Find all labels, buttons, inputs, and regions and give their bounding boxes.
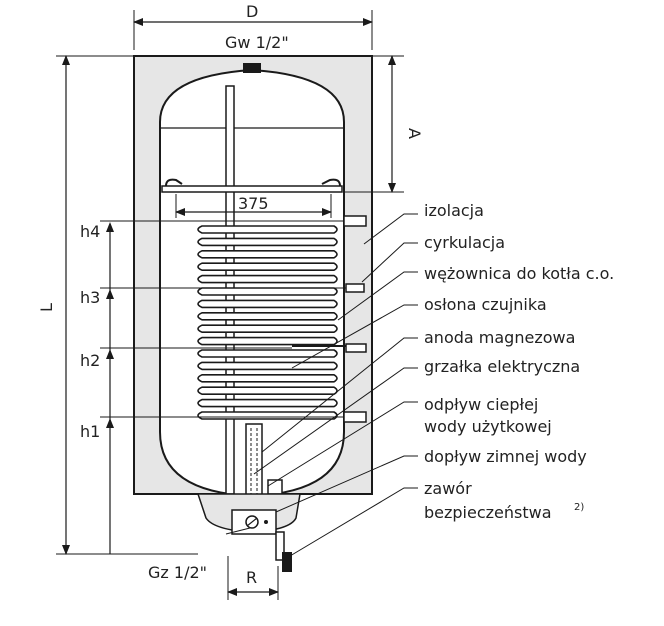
- safety-valve: [282, 552, 292, 572]
- coil-loop: [197, 411, 338, 420]
- label-valve-2: bezpieczeństwa: [424, 503, 552, 522]
- d-label: D: [246, 2, 258, 21]
- coil-loop: [197, 386, 338, 395]
- h2-label: h2: [80, 351, 100, 370]
- heating-coil: [197, 225, 338, 420]
- label-insulation: izolacja: [424, 201, 484, 220]
- label-hot-outlet-1: odpływ ciepłej: [424, 395, 538, 414]
- a-label: A: [405, 128, 424, 139]
- l-label: L: [37, 303, 56, 312]
- h3-label: h3: [80, 288, 100, 307]
- h4-label: h4: [80, 222, 100, 241]
- coil-loop: [197, 225, 338, 234]
- label-valve-1: zawór: [424, 479, 472, 498]
- label-valve-footnote: 2): [574, 502, 584, 513]
- label-heater: grzałka elektryczna: [424, 357, 580, 376]
- coil-loop: [197, 250, 338, 259]
- coil-width-label: 375: [238, 194, 269, 213]
- h-marks: [100, 220, 346, 418]
- coil-loop: [197, 361, 338, 371]
- coil-loop: [197, 287, 338, 296]
- coil-loop: [197, 299, 338, 309]
- label-anode: anoda magnezowa: [424, 328, 575, 347]
- coil-loop: [197, 336, 338, 346]
- label-hot-outlet-2: wody użytkowej: [424, 417, 552, 436]
- electric-heater: [245, 423, 263, 499]
- coil-loop: [197, 262, 338, 271]
- coil-loop: [197, 312, 338, 321]
- coil-loop: [197, 398, 338, 408]
- gw-label: Gw 1/2": [225, 33, 289, 52]
- label-circulation: cyrkulacja: [424, 233, 505, 252]
- top-connector: [243, 63, 261, 73]
- h-arrows: [106, 222, 114, 428]
- h1-label: h1: [80, 422, 100, 441]
- coil-loop: [197, 374, 338, 383]
- coil-loop: [197, 274, 338, 284]
- coil-loop: [197, 237, 338, 247]
- r-label: R: [246, 568, 257, 587]
- valve-pipe: [275, 531, 285, 561]
- label-cold-inlet: dopływ zimnej wody: [424, 447, 587, 466]
- coil-loop: [197, 324, 338, 333]
- label-coil: wężownica do kotła c.o.: [424, 264, 614, 283]
- coil-loop: [197, 349, 338, 358]
- label-sensor-sleeve: osłona czujnika: [424, 295, 547, 314]
- gz-label: Gz 1/2": [148, 563, 207, 582]
- leader-lines: [253, 213, 418, 557]
